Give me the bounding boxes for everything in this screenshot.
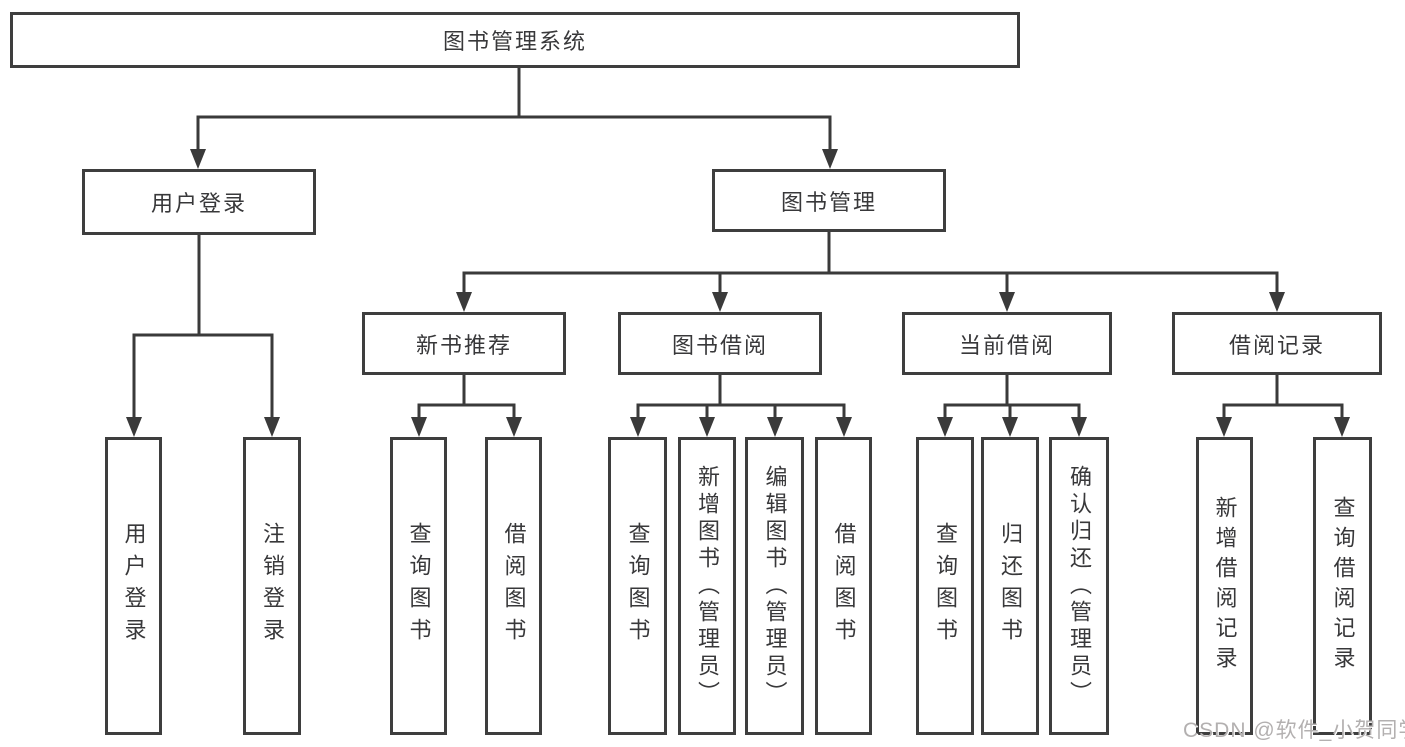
arrowhead-down-icon: [1002, 417, 1018, 437]
node-book-borrowing: 图书借阅: [618, 312, 822, 375]
arrowhead-down-icon: [712, 292, 728, 312]
leaf-borrow-books-borrowing: 借阅图书: [815, 437, 872, 735]
leaf-confirm-return-admin: 确认归还（管理员）: [1049, 437, 1109, 735]
arrowhead-down-icon: [1216, 417, 1232, 437]
leaf-return-books: 归还图书: [981, 437, 1039, 735]
arrowhead-down-icon: [126, 417, 142, 437]
leaf-query-books-recommend: 查询图书: [390, 437, 447, 735]
arrowhead-down-icon: [411, 417, 427, 437]
arrowhead-down-icon: [937, 417, 953, 437]
arrowhead-down-icon: [836, 417, 852, 437]
node-book-management: 图书管理: [712, 169, 946, 232]
node-user-login: 用户登录: [82, 169, 316, 235]
leaf-edit-book-admin: 编辑图书（管理员）: [745, 437, 804, 735]
arrowhead-down-icon: [630, 417, 646, 437]
arrowhead-down-icon: [456, 292, 472, 312]
leaf-add-borrow-record: 新增借阅记录: [1196, 437, 1253, 735]
node-current-borrowing: 当前借阅: [902, 312, 1112, 375]
arrowhead-down-icon: [1334, 417, 1350, 437]
leaf-query-borrow-record: 查询借阅记录: [1313, 437, 1372, 735]
arrowhead-down-icon: [190, 149, 206, 169]
arrowhead-down-icon: [1071, 417, 1087, 437]
leaf-query-books-current: 查询图书: [916, 437, 974, 735]
node-library-system: 图书管理系统: [10, 12, 1020, 68]
node-new-book-recommend: 新书推荐: [362, 312, 566, 375]
csdn-watermark: CSDN @软件_小贺同学: [1183, 719, 1405, 742]
leaf-add-book-admin: 新增图书（管理员）: [678, 437, 736, 735]
leaf-user-login: 用户登录: [105, 437, 162, 735]
arrowhead-down-icon: [822, 149, 838, 169]
arrowhead-down-icon: [1269, 292, 1285, 312]
arrowhead-down-icon: [264, 417, 280, 437]
leaf-borrow-books-recommend: 借阅图书: [485, 437, 542, 735]
arrowhead-down-icon: [506, 417, 522, 437]
arrowhead-down-icon: [999, 292, 1015, 312]
leaf-logout: 注销登录: [243, 437, 301, 735]
arrowhead-down-icon: [699, 417, 715, 437]
node-borrow-records: 借阅记录: [1172, 312, 1382, 375]
leaf-query-books-borrowing: 查询图书: [608, 437, 667, 735]
arrowhead-down-icon: [767, 417, 783, 437]
